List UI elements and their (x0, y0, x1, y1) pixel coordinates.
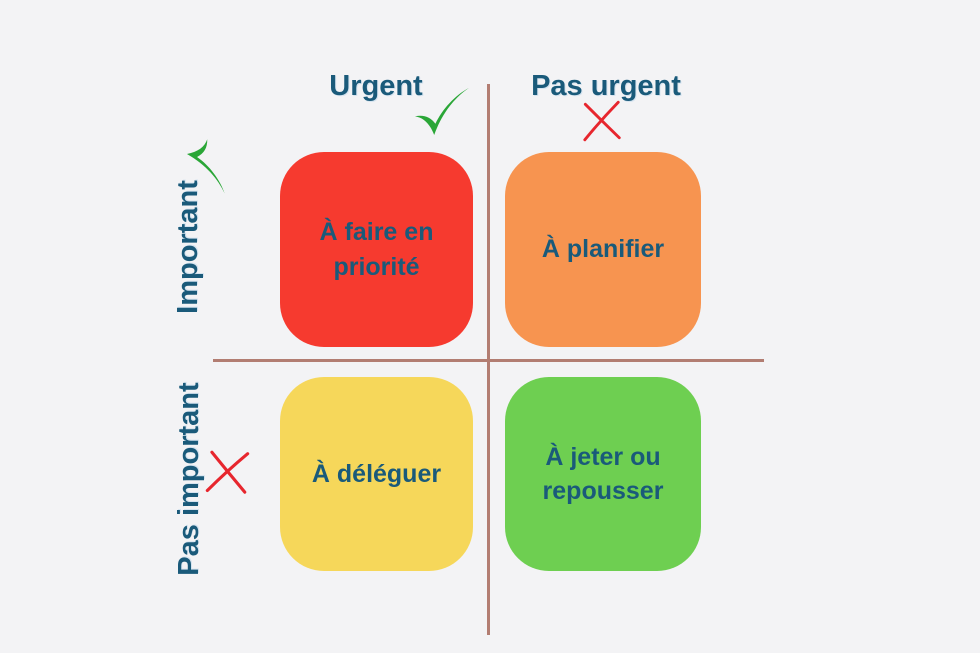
column-label-pas-urgent: Pas urgent (531, 70, 681, 102)
check-icon (174, 131, 239, 198)
quadrant-label: À faire en priorité (319, 218, 434, 281)
horizontal-axis-line (213, 359, 764, 362)
cross-icon (194, 443, 259, 500)
check-icon (410, 84, 472, 140)
quadrant-faire-en-priorite: À faire en priorité (280, 152, 473, 347)
column-label-urgent: Urgent (329, 70, 423, 102)
quadrant-label: À planifier (541, 235, 665, 264)
quadrant-label: À jeter ou repousser (542, 442, 664, 506)
quadrant-jeter-repousser: À jeter ou repousser (505, 377, 701, 571)
cross-icon (572, 97, 630, 144)
quadrant-label: À déléguer (311, 459, 442, 488)
quadrant-deleguer: À déléguer (280, 377, 473, 571)
quadrant-planifier: À planifier (505, 152, 701, 347)
